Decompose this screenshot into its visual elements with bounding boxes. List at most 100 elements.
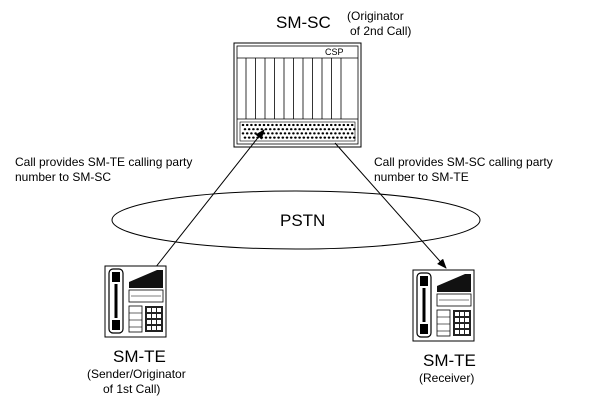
- rack-vent-hole: [310, 136, 314, 139]
- rack-vent-hole: [275, 123, 278, 127]
- right-annotation-line1: Call provides SM-SC calling party: [374, 155, 553, 169]
- rack-vent-hole: [302, 136, 306, 139]
- rack-vent-hole: [289, 128, 293, 131]
- rack-vent-hole: [254, 132, 257, 135]
- rack-vent-hole: [327, 128, 331, 131]
- left-annotation-line1: Call provides SM-TE calling party: [15, 155, 192, 169]
- rack-vent-hole: [304, 132, 308, 135]
- sender-phone-icon: [104, 265, 167, 338]
- pstn-cloud: [111, 190, 481, 250]
- sc-server-rack-icon: [233, 42, 362, 148]
- rack-vent-hole: [329, 132, 333, 135]
- sc-note-line1: (Originator: [347, 9, 404, 23]
- rack-vent-hole: [323, 128, 327, 131]
- rack-vent-hole: [304, 123, 308, 127]
- rack-vent-hole: [340, 136, 343, 139]
- sc-note-line2: of 2nd Call): [350, 24, 411, 38]
- rack-vent-hole: [315, 128, 318, 131]
- rack-vent-hole: [302, 128, 306, 131]
- receiver-line1: (Receiver): [419, 371, 474, 385]
- rack-vent-hole: [321, 123, 325, 127]
- rack-vent-hole: [294, 136, 297, 139]
- rack-vent-hole: [277, 128, 280, 131]
- sender-line2: of 1st Call): [103, 382, 160, 396]
- rack-vent-hole: [285, 128, 289, 131]
- rack-vent-hole: [350, 123, 354, 127]
- rack-vent-hole: [245, 132, 249, 135]
- rack-vent-hole: [264, 128, 268, 131]
- rack-vent-hole: [287, 123, 291, 127]
- sender-line1: (Sender/Originator: [87, 367, 186, 381]
- rack-vent-hole: [334, 132, 337, 135]
- sender-title: SM-TE: [113, 347, 166, 366]
- rack-vent-hole: [325, 123, 329, 127]
- rack-vent-hole: [266, 123, 270, 127]
- receiver-phone-icon: [412, 269, 475, 342]
- rack-vent-hole: [319, 128, 322, 131]
- rack-vent-hole: [260, 128, 264, 131]
- rack-vent-hole: [308, 132, 312, 135]
- arrow-sc-to-receiver: [334, 142, 447, 269]
- rack-vent-hole: [250, 132, 253, 135]
- rack-vent-hole: [264, 136, 268, 139]
- rack-vent-hole: [252, 128, 255, 131]
- rack-vent-hole: [281, 136, 285, 139]
- rack-vent-hole: [243, 128, 247, 131]
- rack-vent-hole: [273, 128, 276, 131]
- rack-vent-hole: [292, 123, 295, 127]
- rack-vent-hole: [268, 136, 272, 139]
- rack-vent-hole: [292, 132, 295, 135]
- rack-vent-hole: [348, 128, 352, 131]
- rack-vent-hole: [241, 132, 245, 135]
- rack-vent-hole: [241, 123, 245, 127]
- sc-title: SM-SC: [276, 13, 331, 32]
- rack-vent-hole: [250, 123, 253, 127]
- rack-vent-hole: [321, 132, 325, 135]
- rack-vent-hole: [279, 132, 283, 135]
- rack-vent-hole: [247, 128, 251, 131]
- rack-vent-hole: [310, 128, 314, 131]
- rack-vent-hole: [331, 128, 335, 131]
- rack-vent-hole: [308, 123, 312, 127]
- rack-vent-hole: [277, 136, 280, 139]
- rack-vent-hole: [306, 136, 310, 139]
- rack-vent-hole: [317, 132, 320, 135]
- rack-vent-hole: [289, 136, 293, 139]
- rack-vent-hole: [352, 128, 356, 131]
- rack-vent-hole: [315, 136, 318, 139]
- rack-vent-hole: [247, 136, 251, 139]
- rack-vent-hole: [325, 132, 329, 135]
- receiver-title: SM-TE: [423, 351, 476, 370]
- rack-vent-hole: [294, 128, 297, 131]
- rack-vent-hole: [258, 123, 262, 127]
- rack-vent-hole: [285, 136, 289, 139]
- rack-vent-hole: [260, 136, 264, 139]
- rack-vent-hole: [273, 136, 276, 139]
- rack-vent-hole: [342, 123, 346, 127]
- rack-vent-hole: [336, 128, 339, 131]
- right-annotation-line2: number to SM-TE: [374, 170, 469, 184]
- rack-vent-hole: [254, 123, 257, 127]
- rack-vent-hole: [298, 136, 301, 139]
- rack-vent-hole: [313, 123, 316, 127]
- rack-vent-hole: [319, 136, 322, 139]
- rack-vent-hole: [344, 136, 348, 139]
- rack-vent-hole: [313, 132, 316, 135]
- rack-vent-hole: [262, 132, 266, 135]
- rack-vent-hole: [266, 132, 270, 135]
- rack-vent-hole: [346, 123, 350, 127]
- rack-vent-hole: [334, 123, 337, 127]
- rack-vent-hole: [271, 132, 274, 135]
- left-annotation-line2: number to SM-SC: [15, 170, 111, 184]
- rack-vent-hole: [245, 123, 249, 127]
- rack-vent-hole: [279, 123, 283, 127]
- rack-vent-hole: [300, 123, 304, 127]
- rack-vent-hole: [283, 123, 287, 127]
- rack-vent-hole: [283, 132, 287, 135]
- rack-vent-hole: [298, 128, 301, 131]
- rack-vent-hole: [344, 128, 348, 131]
- rack-vent-hole: [329, 123, 333, 127]
- rack-vent-hole: [287, 132, 291, 135]
